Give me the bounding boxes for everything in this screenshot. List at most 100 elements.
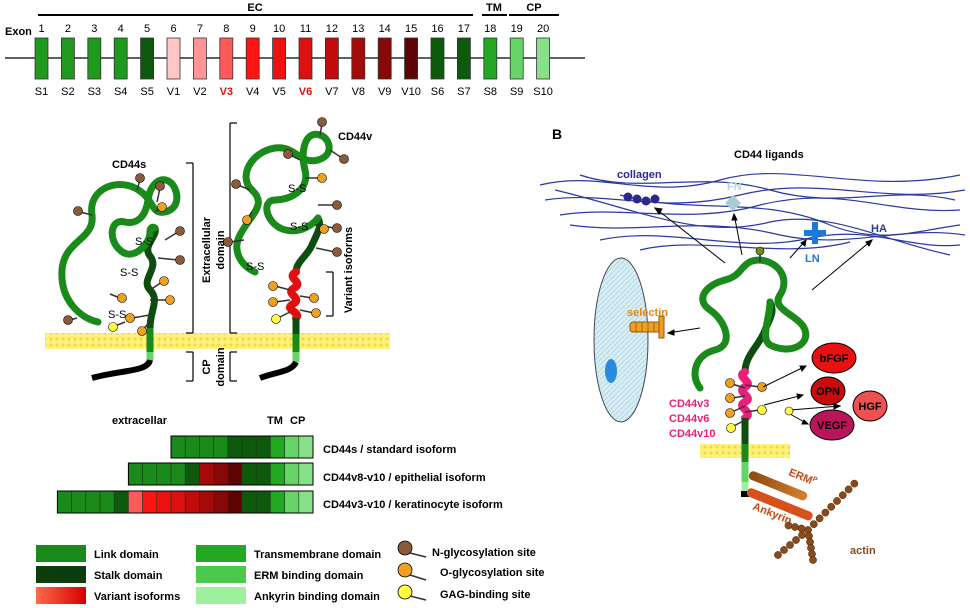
exon-box (166, 37, 181, 80)
legend-link-label: Link domain (94, 549, 159, 561)
isoform-rows (56, 435, 314, 514)
exon-number: 15 (405, 23, 417, 35)
exon-box (140, 37, 155, 80)
exon-box (324, 37, 339, 80)
section-ec-label: EC (247, 2, 262, 14)
vegf-node: VEGF (809, 409, 855, 441)
legend-tm-swatch (196, 545, 246, 562)
exon-name: V7 (325, 86, 338, 98)
exon-number: 11 (300, 23, 311, 35)
exon-number: 10 (273, 23, 285, 35)
exon-number: 7 (197, 23, 203, 35)
exon-box (34, 37, 49, 80)
exon-number: 9 (250, 23, 256, 35)
cd44v-ss-3: S-S (246, 261, 264, 273)
cd44s-link (58, 176, 181, 326)
ln-cross-icon (804, 222, 826, 244)
exon-box (192, 37, 207, 80)
isoform-cell (241, 435, 257, 459)
panel-b-letter: B (552, 126, 562, 142)
actin-bead (798, 531, 806, 539)
isoform-cell (156, 490, 172, 514)
header-cp: CP (290, 415, 305, 427)
cd44v-variant-region (286, 268, 302, 322)
actin-bead (809, 556, 817, 564)
isoform-cell (284, 435, 300, 459)
legend-tm-label: Transmembrane domain (254, 549, 381, 561)
legend-variant-swatch (36, 587, 86, 604)
legend-variant: Variant isoforms (36, 587, 180, 604)
cd44v-molecule: CD44v S-S S-S S-S (223, 117, 373, 381)
exon-4: 4S4 (113, 23, 128, 98)
exon-name: S4 (114, 86, 127, 98)
exon-name: S8 (484, 86, 497, 98)
exon-number: 4 (118, 23, 124, 35)
legend-ankyrin-swatch (196, 587, 246, 604)
isoform-cell (298, 435, 314, 459)
isoform-cell (184, 435, 200, 459)
exon-boxes: 1S12S23S34S45S56V17V28V39V410V511V612V71… (34, 23, 553, 98)
cd44s-ss-1: S-S (135, 236, 153, 248)
exon-row-label: Exon (5, 26, 32, 38)
cd44s-gag-binding-site (108, 321, 126, 332)
exon-number: 19 (511, 23, 523, 35)
actin-bead (821, 508, 830, 517)
isoform-table: extracellar TM CP CD44s / standard isofo… (56, 415, 503, 514)
exon-box (351, 37, 366, 80)
cd44v-gag-binding-site (271, 311, 291, 324)
isoform-cell (270, 490, 285, 514)
isoform-cell (284, 490, 300, 514)
isoform-cell (270, 435, 285, 459)
cp-bracket-left (186, 351, 194, 382)
isoform-row-border (56, 490, 314, 514)
isoform-cell (184, 490, 200, 514)
exon-number: 20 (537, 23, 549, 35)
exon-box (245, 37, 260, 80)
exon-9: 9V4 (245, 23, 260, 98)
cd44v10-label: CD44v10 (669, 428, 715, 440)
legend-stalk: Stalk domain (36, 566, 163, 583)
legend-oglyc: O-glycosylation site (397, 562, 545, 581)
extracellular-label-1: Extracellular (201, 216, 213, 283)
actin-bead (784, 521, 793, 530)
exon-box (377, 37, 392, 80)
extracellular-bracket (186, 162, 194, 334)
isoform-cell (57, 490, 72, 514)
isoform-cell (128, 462, 143, 486)
exon-name: V1 (167, 86, 180, 98)
exon-box (272, 37, 287, 80)
isoform-label-keratinocyte: CD44v3-v10 / keratinocyte isoform (323, 499, 503, 511)
cd44b-link (691, 256, 810, 392)
exon-name: V2 (193, 86, 206, 98)
cd44s-o-glycosylation-sites (109, 202, 175, 336)
cd44v3-label: CD44v3 (669, 398, 709, 410)
hgf-node: HGF (852, 390, 888, 422)
vegf-label: VEGF (817, 420, 847, 432)
bfgf-label: bFGF (820, 353, 849, 365)
actin-bead (833, 497, 841, 505)
cd44v-ss-2: S-S (290, 221, 308, 233)
ecm-fibers (539, 172, 966, 256)
actin-bead (774, 551, 782, 559)
exon-number: 3 (91, 23, 97, 35)
isoform-row-border (170, 435, 314, 459)
legend-ankyrin-label: Ankyrin binding domain (254, 591, 380, 603)
selectin-label: selectin (627, 307, 668, 319)
isoform-row-2 (56, 490, 314, 514)
exon-box (219, 37, 234, 80)
collagen-molecule (623, 192, 660, 206)
cd44v6-label: CD44v6 (669, 413, 709, 425)
section-tm-label: TM (486, 2, 502, 14)
isoform-cell (199, 462, 214, 486)
legend-tm: Transmembrane domain (196, 545, 381, 562)
exon-number: 12 (326, 23, 338, 35)
cd44s-n-glycosylation-sites (63, 173, 185, 325)
legend-link-swatch (36, 545, 86, 562)
legend-stalk-swatch (36, 566, 86, 583)
extracellular-bracket-right (229, 122, 237, 334)
gag-bound-icon (784, 406, 794, 416)
legend-oglyc-label: O-glycosylation site (440, 567, 545, 579)
